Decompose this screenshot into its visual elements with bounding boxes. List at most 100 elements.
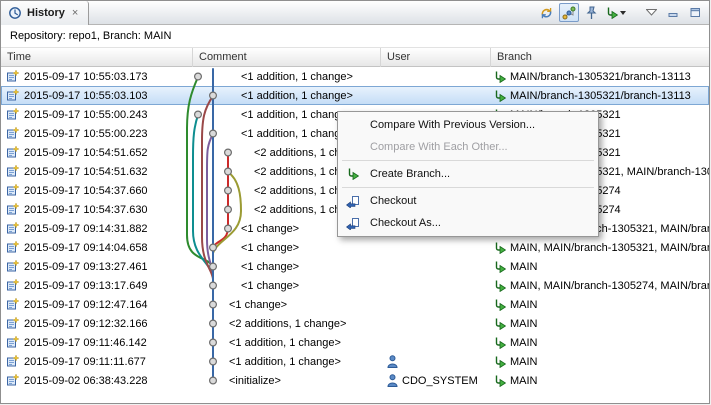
branch-icon [494, 318, 506, 330]
close-icon[interactable]: × [71, 7, 79, 19]
time-cell: 2015-09-17 10:55:03.173 [1, 70, 193, 83]
branch-icon [494, 375, 506, 387]
tab-title: History [27, 7, 65, 19]
refresh-icon[interactable] [536, 3, 557, 22]
time-cell: 2015-09-17 09:14:04.658 [1, 241, 193, 254]
view-toolbar [534, 3, 705, 22]
menu-item[interactable]: Checkout [340, 190, 596, 212]
window-buttons [639, 3, 705, 22]
user-cell: CDO_SYSTEM [381, 374, 491, 387]
table-row[interactable]: 2015-09-02 06:38:43.228 <initialize> CDO_S… [1, 371, 709, 390]
menu-item-label: Checkout As... [370, 217, 441, 229]
table-row[interactable]: 2015-09-17 10:55:03.103 <1 addition, 1 ch… [1, 86, 709, 105]
time-text: 2015-09-17 09:13:17.649 [24, 279, 148, 292]
checkout-icon [342, 195, 364, 208]
branch-icon [494, 299, 506, 311]
table-row[interactable]: 2015-09-17 09:12:47.164<1 change>MAIN [1, 295, 709, 314]
branch-icon [494, 261, 506, 273]
column-header-comment[interactable]: Comment [193, 48, 381, 67]
branch-icon [494, 242, 506, 254]
time-cell: 2015-09-17 09:13:17.649 [1, 279, 193, 292]
branch-filter-dropdown-icon[interactable] [603, 3, 629, 22]
link-with-editor-icon[interactable] [559, 3, 579, 22]
time-cell: 2015-09-17 09:12:47.164 [1, 298, 193, 311]
repository-info: Repository: repo1, Branch: MAIN [1, 25, 709, 47]
time-text: 2015-09-17 10:54:51.632 [24, 165, 148, 178]
menu-separator [342, 160, 594, 161]
minimize-icon[interactable] [663, 3, 683, 22]
branch-icon [494, 71, 506, 83]
table-row[interactable]: 2015-09-17 09:11:46.142 <1 addition, 1 ch… [1, 333, 709, 352]
comment-cell: <1 addition, 1 change> [241, 89, 353, 102]
time-text: 2015-09-17 10:55:03.103 [24, 89, 148, 102]
table-row[interactable]: 2015-09-17 10:55:03.173<1 addition, 1 ch… [1, 67, 709, 86]
menu-item[interactable]: Checkout As... [340, 212, 596, 234]
commit-icon [6, 146, 19, 159]
table-row[interactable]: 2015-09-17 09:11:11.677 <1 addition, 1 ch… [1, 352, 709, 371]
comment-cell: <initialize> [229, 374, 281, 387]
column-header-branch[interactable]: Branch [497, 51, 532, 63]
history-icon [8, 6, 22, 20]
tab-bar: History × [1, 1, 709, 25]
menu-item-label: Compare With Each Other... [370, 141, 508, 153]
tab-history[interactable]: History × [1, 1, 90, 25]
commit-icon [6, 298, 19, 311]
maximize-icon[interactable] [685, 3, 705, 22]
time-text: 2015-09-17 09:14:04.658 [24, 241, 148, 254]
branch-text: MAIN [510, 355, 538, 368]
user-text: CDO_SYSTEM [402, 374, 478, 387]
time-cell: 2015-09-02 06:38:43.228 [1, 374, 193, 387]
branch-cell: MAIN [491, 375, 709, 387]
table-row[interactable]: 2015-09-17 09:14:04.658 <1 change> MAIN, M… [1, 238, 709, 257]
comment-cell: <2 additions, 1 change> [229, 317, 347, 330]
branch-icon [494, 337, 506, 349]
comment-cell: <1 change> [241, 260, 300, 273]
comment-cell: <1 addition, 1 change> [229, 355, 341, 368]
branch-cell: MAIN [491, 318, 709, 330]
table-row[interactable]: 2015-09-17 09:13:27.461 <1 change> MAIN [1, 257, 709, 276]
time-text: 2015-09-17 10:55:00.243 [24, 108, 148, 121]
commit-icon [6, 108, 19, 121]
branch-text: MAIN [510, 374, 538, 387]
commit-icon [6, 317, 19, 330]
branch-cell: MAIN [491, 261, 709, 273]
time-cell: 2015-09-17 10:54:37.630 [1, 203, 193, 216]
branch-cell: MAIN [491, 337, 709, 349]
user-cell [381, 355, 491, 368]
commit-icon [6, 374, 19, 387]
commit-icon [6, 70, 19, 83]
menu-item[interactable]: Compare With Previous Version... [340, 114, 596, 136]
comment-cell: <1 change> [229, 298, 288, 311]
menu-item-label: Compare With Previous Version... [370, 119, 536, 131]
commit-icon [6, 165, 19, 178]
time-text: 2015-09-17 09:11:46.142 [24, 336, 147, 349]
branch-text: MAIN/branch-1305321/branch-13113 [510, 89, 691, 102]
table-row[interactable]: 2015-09-17 09:12:32.166 <2 additions, 1 c… [1, 314, 709, 333]
menu-item-label: Checkout [370, 195, 417, 207]
pin-icon[interactable] [581, 3, 601, 22]
time-text: 2015-09-17 09:11:11.677 [24, 355, 146, 368]
column-header-time[interactable]: Time [1, 48, 193, 67]
comment-cell: <1 change> [241, 279, 300, 292]
time-cell: 2015-09-17 09:13:27.461 [1, 260, 193, 273]
time-cell: 2015-09-17 09:11:11.677 [1, 355, 193, 368]
comment-cell: <1 change> [241, 241, 300, 254]
commit-icon [6, 279, 19, 292]
table-row[interactable]: 2015-09-17 09:13:17.649<1 change>MAIN, M… [1, 276, 709, 295]
commit-icon [6, 222, 19, 235]
time-cell: 2015-09-17 10:55:00.223 [1, 127, 193, 140]
comment-cell: <1 addition, 1 change> [229, 336, 341, 349]
comment-cell: <1 addition, 1 change> [241, 108, 353, 121]
branch-text: MAIN, MAIN/branch-1305321, MAIN/branch-1… [510, 241, 709, 254]
commit-icon [6, 260, 19, 273]
commit-icon [6, 184, 19, 197]
commit-icon [6, 241, 19, 254]
time-text: 2015-09-17 09:12:32.166 [24, 317, 148, 330]
time-cell: 2015-09-17 10:54:51.632 [1, 165, 193, 178]
column-header-user[interactable]: User [381, 48, 491, 67]
menu-item: Compare With Each Other... [340, 136, 596, 158]
menu-item-label: Create Branch... [370, 168, 451, 180]
view-menu-icon[interactable] [641, 3, 661, 22]
branch-icon [494, 90, 506, 102]
menu-item[interactable]: Create Branch... [340, 163, 596, 185]
